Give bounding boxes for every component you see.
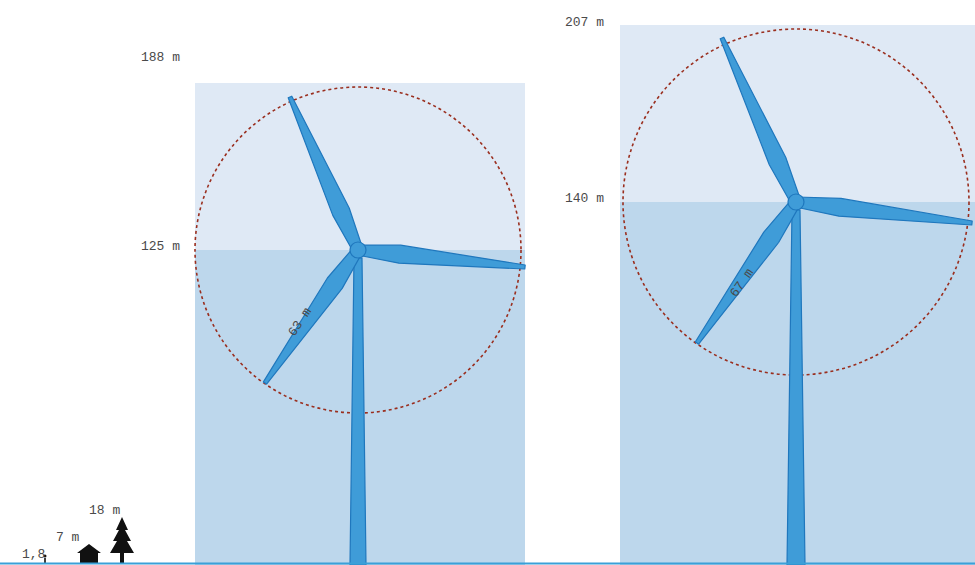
height-label: 1,8 bbox=[22, 548, 45, 561]
height-label: 140 m bbox=[565, 192, 604, 205]
tower bbox=[350, 258, 366, 565]
house-icon bbox=[77, 544, 101, 563]
hub-height-band bbox=[195, 250, 525, 565]
height-label: 7 m bbox=[56, 531, 79, 544]
height-label: 125 m bbox=[141, 240, 180, 253]
sky-band bbox=[195, 83, 525, 565]
rotor-blades bbox=[695, 37, 972, 344]
rotor-blades bbox=[263, 96, 525, 384]
tree-icon bbox=[110, 517, 134, 563]
sky-band bbox=[620, 25, 975, 565]
ground-line bbox=[0, 563, 975, 565]
height-label: 188 m bbox=[141, 51, 180, 64]
hub-height-band bbox=[620, 202, 975, 565]
height-label: 18 m bbox=[89, 504, 120, 517]
height-label: 207 m bbox=[565, 16, 604, 29]
tower bbox=[787, 210, 805, 565]
